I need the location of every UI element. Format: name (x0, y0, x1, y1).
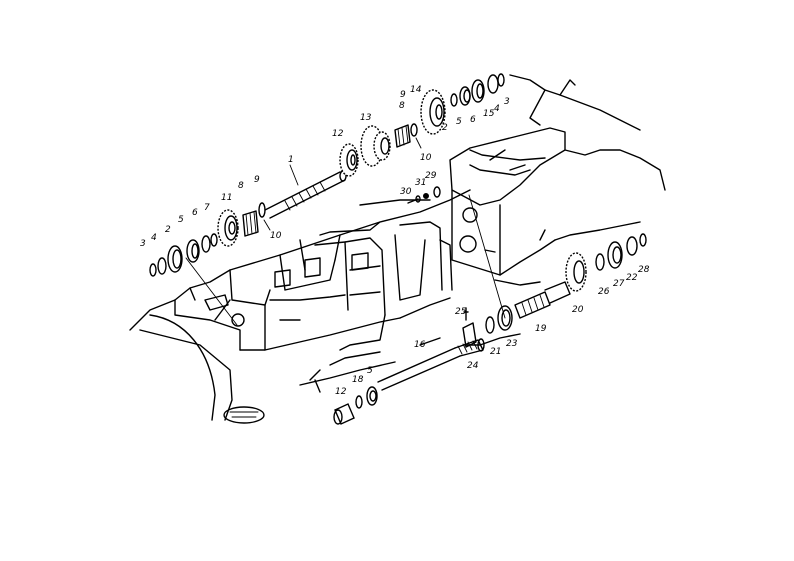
label-3: 3 (140, 239, 146, 249)
label-31: 31 (415, 178, 426, 188)
label-6: 6 (470, 115, 476, 125)
label-10: 10 (420, 153, 432, 163)
label-29: 29 (425, 171, 437, 181)
label-6: 6 (192, 208, 198, 218)
label-25: 25 (455, 307, 467, 317)
label-30: 30 (400, 187, 412, 197)
label-14: 14 (410, 85, 422, 95)
label-3: 3 (504, 97, 510, 107)
shaft-19 (514, 281, 571, 319)
rings-lower-right (595, 233, 647, 271)
gear-13 (360, 125, 391, 167)
label-13: 13 (360, 113, 372, 123)
label-16: 16 (414, 340, 426, 350)
label-22: 22 (626, 273, 638, 283)
shaft-1 (264, 170, 347, 219)
label-2: 2 (442, 123, 448, 133)
label-9: 9 (400, 90, 406, 100)
leader-lines (185, 164, 506, 326)
label-5: 5 (367, 366, 373, 376)
label-11: 11 (221, 193, 232, 203)
label-1: 1 (288, 155, 294, 165)
label-12: 12 (335, 387, 347, 397)
parts-21-23-24-25 (462, 305, 513, 348)
label-12: 12 (332, 129, 344, 139)
label-24: 24 (467, 361, 479, 371)
shaft-16 (377, 338, 485, 391)
gear-12 (339, 143, 359, 177)
label-20: 20 (572, 305, 584, 315)
label-23: 23 (506, 339, 518, 349)
label-18: 18 (352, 375, 364, 385)
label-9: 9 (254, 175, 260, 185)
label-7: 7 (204, 203, 210, 213)
label-4: 4 (494, 104, 500, 114)
label-4: 4 (151, 233, 157, 243)
label-21: 21 (490, 347, 501, 357)
label-8: 8 (238, 181, 244, 191)
lower-left-parts (333, 386, 378, 425)
label-26: 26 (598, 287, 610, 297)
gear-11 (217, 209, 239, 247)
label-28: 28 (638, 265, 650, 275)
label-15: 15 (483, 109, 495, 119)
bearing-8-left (242, 210, 259, 237)
label-10: 10 (270, 231, 282, 241)
label-27: 27 (613, 279, 625, 289)
label-2: 2 (165, 225, 171, 235)
part-labels: 1 2 3 4 5 6 7 8 9 10 11 12 13 8 9 10 14 … (140, 85, 650, 397)
rings-top-right (450, 73, 505, 107)
label-5: 5 (456, 117, 462, 127)
ring-9-10-left (258, 202, 271, 231)
label-5: 5 (178, 215, 184, 225)
label-8: 8 (399, 101, 405, 111)
ring-9-10-right (410, 123, 422, 149)
stamp (223, 406, 265, 424)
label-19: 19 (535, 324, 547, 334)
pins-29-30-31 (407, 186, 441, 204)
rings-left (149, 233, 218, 277)
bearing-8-right (394, 124, 411, 148)
gear-20 (565, 252, 587, 292)
gear-14 (420, 89, 446, 135)
